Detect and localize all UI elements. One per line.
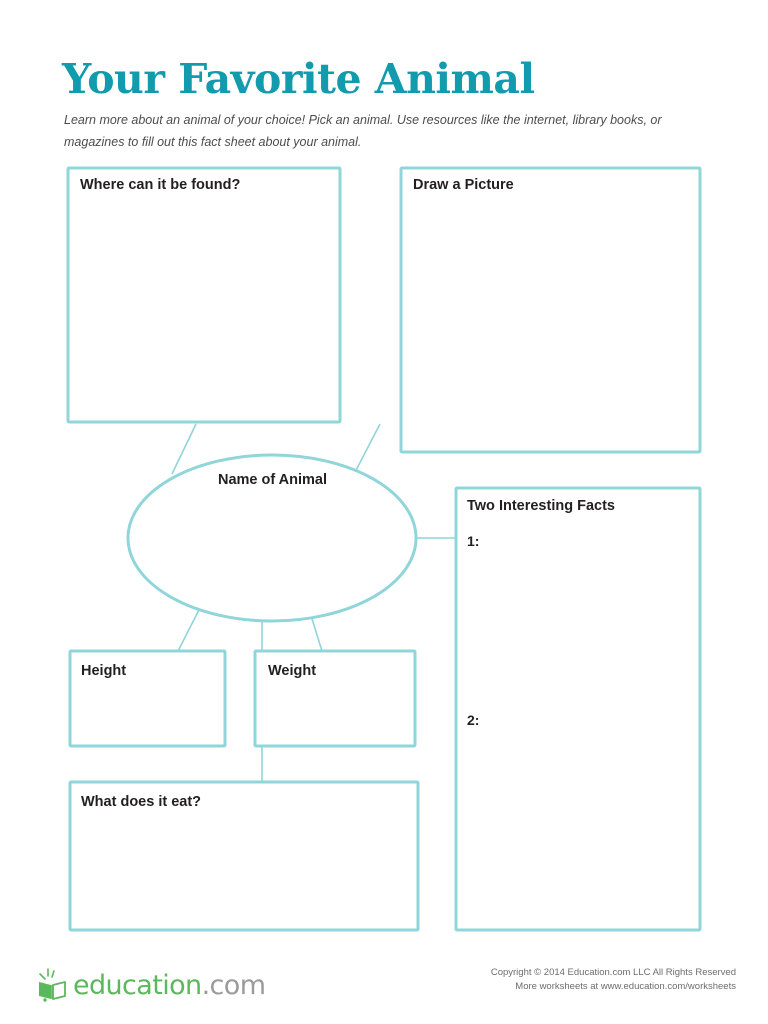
copyright-line-2: More worksheets at www.education.com/wor… [515,981,736,992]
box-draw-picture[interactable] [399,166,702,454]
label-weight: Weight [268,663,317,679]
box-weight[interactable] [253,649,417,748]
education-logo[interactable]: education.com [36,962,266,1008]
label-height: Height [81,663,127,679]
label-two-facts: Two Interesting Facts [467,498,615,514]
box-two-facts[interactable] [454,486,702,932]
label-where-found: Where can it be found? [80,177,241,193]
box-what-eats[interactable] [68,780,420,932]
label-what-eats: What does it eat? [81,794,202,810]
fact-marker-1: 1: [467,533,480,549]
connector-to-draw-picture [351,423,381,479]
logo-word-education: education [73,969,202,1001]
box-where-found[interactable] [66,166,342,424]
logo-word-dotcom: .com [201,969,266,1001]
label-name-of-animal: Name of Animal [217,472,328,488]
fact-marker-2: 2: [467,712,480,728]
copyright-block: Copyright © 2014 Education.com LLC All R… [491,966,736,994]
logo-wordmark: education.com [73,969,266,1001]
open-book-icon [39,968,66,1002]
connector-to-height [177,603,203,652]
page-title: Your Favorite Animal [62,55,535,104]
connector-to-where-found [171,423,197,475]
box-height[interactable] [68,649,227,748]
copyright-line-1: Copyright © 2014 Education.com LLC All R… [490,967,736,978]
label-draw-picture: Draw a Picture [413,177,514,193]
oval-name-of-animal[interactable] [126,453,418,623]
instructions-text: Learn more about an animal of your choic… [64,112,662,149]
